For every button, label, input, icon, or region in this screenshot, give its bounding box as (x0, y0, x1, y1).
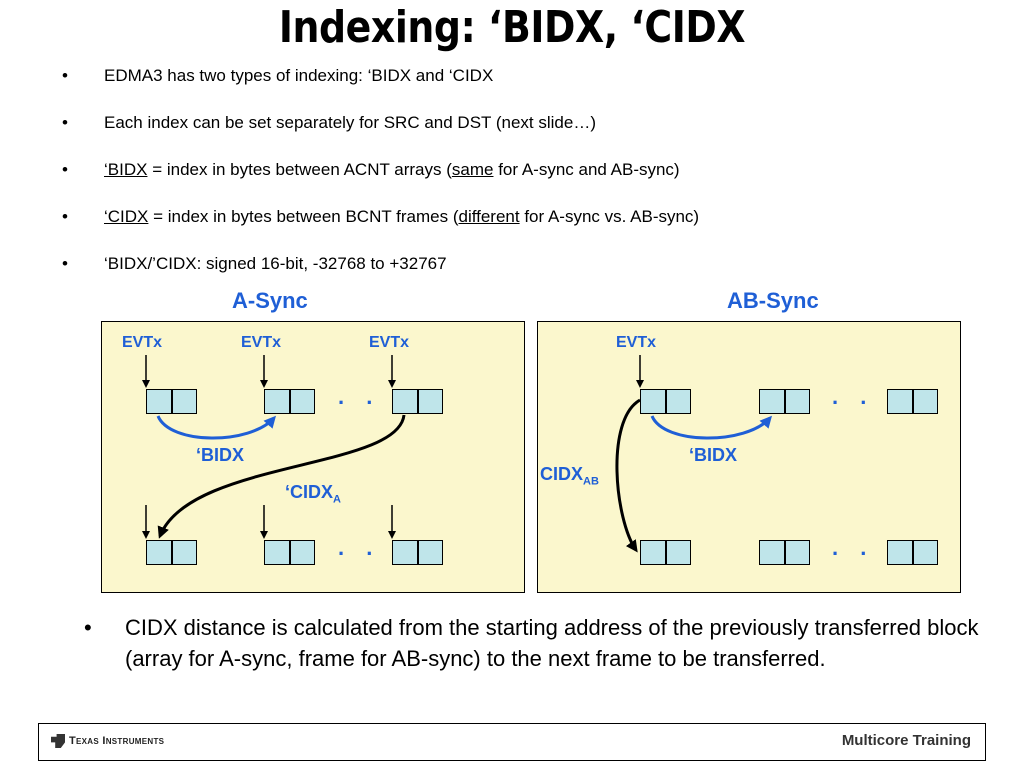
ab-sync-array-cell (887, 540, 938, 565)
slide-footer: Texas Instruments Multicore Training (38, 723, 986, 761)
bullet-dot: • (84, 615, 92, 640)
ab-sync-array-cell (759, 389, 810, 414)
a-sync-title: A-Sync (232, 288, 308, 313)
ab-sync-cidx-label: CIDXAB (540, 464, 599, 488)
bullet-text: Each index can be set separately for SRC… (104, 113, 596, 132)
bullet-text: ‘BIDX/’CIDX: signed 16-bit, -32768 to +3… (104, 254, 447, 273)
bullet-dot: • (62, 207, 68, 226)
ab-sync-ellipsis: . . (832, 384, 875, 409)
bullet-text: EDMA3 has two types of indexing: ‘BIDX a… (104, 66, 494, 85)
a-sync-array-cell (392, 389, 443, 414)
ab-sync-bidx-label: ‘BIDX (689, 445, 738, 465)
a-sync-ellipsis: . . (338, 384, 381, 409)
ab-sync-array-cell (887, 389, 938, 414)
a-sync-bidx-label: ‘BIDX (196, 445, 245, 465)
a-sync-array-cell (146, 389, 197, 414)
bullet-item: • ‘BIDX/’CIDX: signed 16-bit, -32768 to … (60, 252, 960, 299)
ab-sync-title: AB-Sync (727, 288, 819, 313)
bullet-dot: • (62, 160, 68, 179)
ti-logo-icon (51, 734, 65, 748)
ab-sync-evt-label: EVTx (616, 334, 657, 351)
bullet-item: • EDMA3 has two types of indexing: ‘BIDX… (60, 64, 960, 111)
ti-logo: Texas Instruments (51, 734, 164, 748)
a-sync-evt-label-2: EVTx (241, 334, 282, 351)
ab-sync-array-cell (640, 389, 691, 414)
bullet-item: • ‘CIDX = index in bytes between BCNT fr… (60, 205, 960, 252)
ab-sync-ellipsis: . . (832, 535, 875, 560)
bullet-item: • ‘BIDX = index in bytes between ACNT ar… (60, 158, 960, 205)
bullet-dot: • (62, 254, 68, 273)
a-sync-evt-label-1: EVTx (122, 334, 163, 351)
bullet-text: ‘BIDX = index in bytes between ACNT arra… (104, 160, 680, 179)
a-sync-array-cell (146, 540, 197, 565)
footer-title: Multicore Training (841, 732, 971, 749)
slide-title: Indexing: ‘BIDX, ‘CIDX (278, 2, 746, 53)
a-sync-array-cell (264, 389, 315, 414)
a-sync-cidx-label: ‘CIDXA (285, 482, 341, 506)
cidx-note-text: CIDX distance is calculated from the sta… (125, 615, 979, 671)
bullet-dot: • (62, 66, 68, 85)
bullet-list: • EDMA3 has two types of indexing: ‘BIDX… (60, 64, 960, 299)
bullet-dot: • (62, 113, 68, 132)
ab-sync-array-cell (640, 540, 691, 565)
bullet-text: ‘CIDX = index in bytes between BCNT fram… (104, 207, 700, 226)
a-sync-evt-label-3: EVTx (369, 334, 410, 351)
a-sync-array-cell (392, 540, 443, 565)
a-sync-array-cell (264, 540, 315, 565)
bullet-item: • Each index can be set separately for S… (60, 111, 960, 158)
a-sync-ellipsis: . . (338, 535, 381, 560)
ab-sync-array-cell (759, 540, 810, 565)
